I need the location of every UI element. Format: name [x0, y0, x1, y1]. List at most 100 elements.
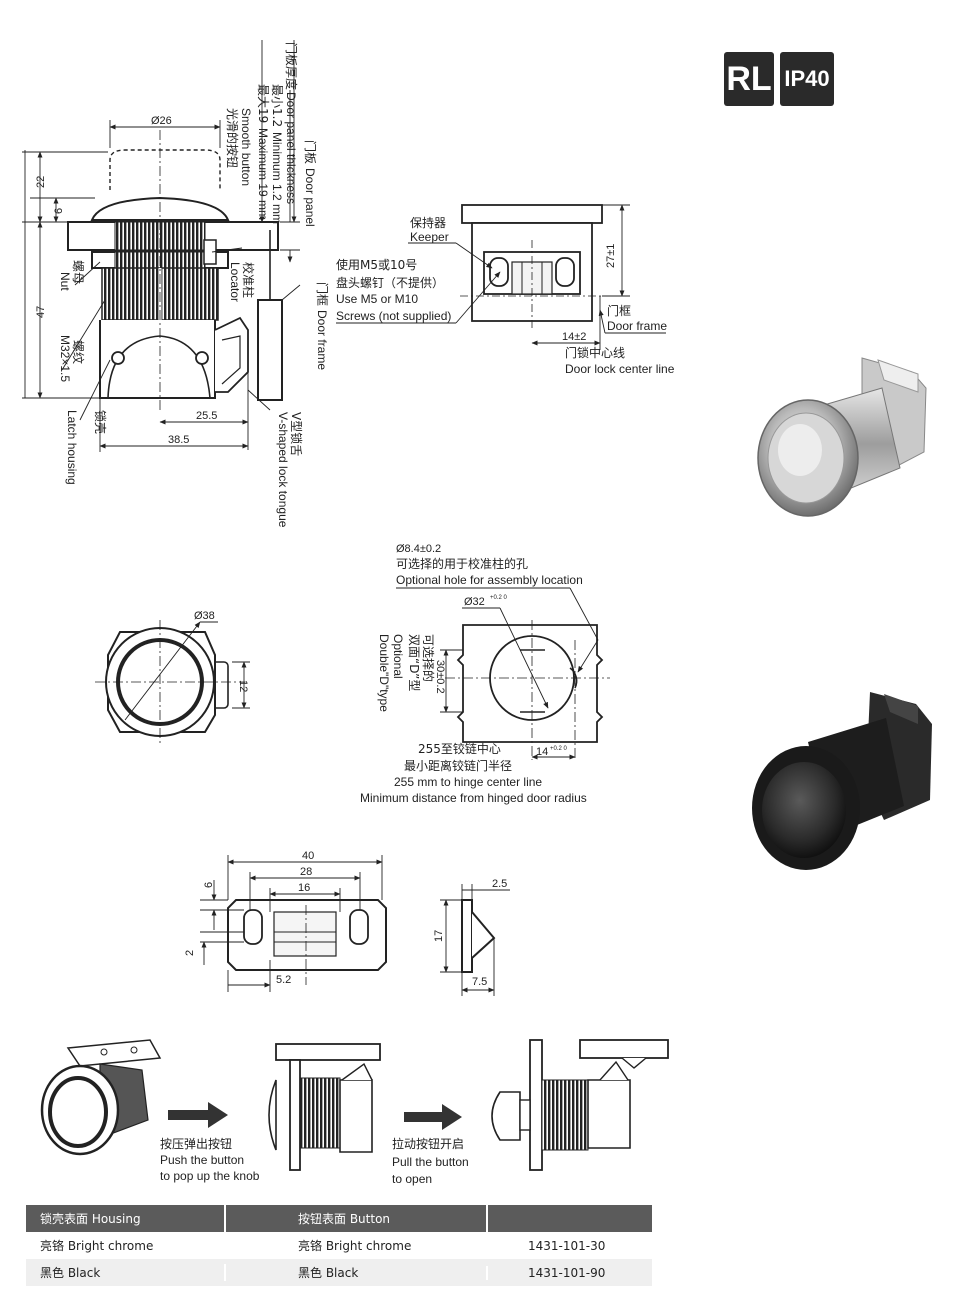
table-row: 黑色 Black 黑色 Black 1431-101-90 — [26, 1259, 652, 1286]
tongue-cn: V型锁舌 — [289, 412, 304, 456]
operation-step-2 — [268, 1043, 381, 1171]
dim-47: 47 — [35, 306, 47, 318]
black-latch-photo — [752, 692, 932, 870]
table-row: 亮铬 Bright chrome 亮铬 Bright chrome 1431-1… — [26, 1232, 652, 1259]
dim-12: 12 — [237, 680, 249, 692]
cell-part-number: 1431-101-30 — [528, 1238, 606, 1253]
door-thickness-en: Door panel thickness — [284, 92, 298, 204]
cell-housing: 亮铬 Bright chrome — [40, 1239, 154, 1253]
push-arrow-icon — [168, 1102, 228, 1128]
locator-en: Locator — [228, 262, 242, 302]
hinge-en-1: 255 mm to hinge center line — [394, 775, 542, 789]
center-line-cn: 门锁中心线 — [565, 345, 625, 360]
hinge-cn-1: 255至铰链中心 — [418, 741, 501, 756]
max-thickness-cn: 最大19 — [256, 84, 270, 123]
push-en-2: to pop up the knob — [160, 1169, 260, 1183]
keeper-mounting-drawing — [460, 204, 610, 330]
dim-22: 22 — [35, 176, 47, 188]
door-frame-en: Door frame — [315, 310, 329, 370]
keeper-side-drawing — [461, 899, 496, 973]
side-view-drawing — [67, 130, 283, 410]
optional-cn-1: 可选择的 — [421, 634, 436, 682]
min-thickness-cn: 最小1.2 — [270, 84, 284, 127]
dim-28: 28 — [300, 866, 312, 878]
dim-dia8-4: Ø8.4±0.2 — [396, 543, 441, 555]
pull-en-1: Pull the button — [392, 1155, 469, 1169]
screw-cn-1: 使用M5或10号 — [336, 257, 417, 272]
keeper-en: Keeper — [410, 230, 449, 244]
door-thickness-cn: 门板厚度 — [284, 42, 299, 90]
keeper-mounting-dimensions — [336, 204, 666, 350]
table-header: 锁壳表面 Housing 按钮表面 Button — [26, 1205, 652, 1232]
screw-cn-2: 盘头螺钉（不提供） — [336, 275, 444, 290]
dim-2: 2 — [184, 950, 196, 956]
cell-housing: 黑色 Black — [40, 1266, 101, 1280]
max-thickness-en: Maximum 19 mm — [256, 128, 270, 220]
optional-en-1: Optional — [391, 634, 405, 679]
header-button: 按钮表面 Button — [224, 1205, 486, 1232]
panel-cutout-labels: Ø8.4±0.2 可选择的用于校准柱的孔 Optional hole for a… — [360, 543, 587, 805]
smooth-button-en: Smooth button — [239, 108, 253, 186]
keeper-detail-labels: 40 28 16 6 2 5.2 2.5 17 7.5 — [184, 850, 507, 988]
dia32-tolerance: +0.2 0 — [490, 595, 508, 601]
dim-6-keeper: 6 — [203, 882, 215, 888]
panel-cutout-drawing — [445, 620, 610, 760]
header-part-number — [486, 1205, 652, 1232]
dim-38-5: 38.5 — [168, 434, 189, 446]
push-en-1: Push the button — [160, 1153, 244, 1167]
push-cn: 按压弹出按钮 — [160, 1136, 232, 1151]
dim-14-2: 14±2 — [562, 331, 586, 343]
optional-cn-2: 双面“D”型 — [407, 634, 421, 691]
dim-6: 6 — [53, 208, 65, 214]
min-thickness-en: Minimum 1.2 mm — [270, 132, 284, 224]
door-panel-cn: 门板 — [303, 140, 318, 164]
cell-part-number: 1431-101-90 — [486, 1265, 652, 1280]
rl-badge: RL — [724, 52, 774, 106]
dim-16: 16 — [298, 882, 310, 894]
pull-arrow-icon — [404, 1104, 462, 1130]
door-panel-en: Door panel — [303, 168, 317, 227]
operation-step-3 — [491, 1039, 669, 1171]
front-view-labels: Ø38 12 — [194, 610, 249, 692]
housing-en: Latch housing — [65, 410, 79, 485]
dim-7-5: 7.5 — [472, 976, 487, 988]
panel-cutout-dimensions — [396, 587, 599, 760]
cell-button: 亮铬 Bright chrome — [298, 1239, 412, 1253]
dim-14-cutout: 14 — [536, 746, 548, 758]
nut-en: Nut — [58, 272, 72, 291]
thread-cn: 螺纹 — [71, 340, 85, 364]
operation-step-1 — [40, 1039, 162, 1156]
dim-30: 30±0.2 — [434, 660, 446, 694]
dim-25-5: 25.5 — [196, 410, 217, 422]
door-frame-keeper-cn: 门框 — [607, 303, 631, 318]
dim-17: 17 — [433, 930, 445, 942]
side-view-labels: Ø26 22 6 47 25.5 38.5 门板厚度 Door panel th… — [35, 42, 330, 528]
pull-en-2: to open — [392, 1172, 432, 1186]
dim-5-2: 5.2 — [276, 974, 291, 986]
hinge-en-2: Minimum distance from hinged door radius — [360, 791, 587, 805]
keeper-cn: 保持器 — [410, 215, 446, 230]
dim-27: 27±1 — [605, 244, 617, 268]
front-view-drawing — [95, 620, 250, 745]
smooth-button-cn: 光滑的按钮 — [225, 108, 240, 168]
door-frame-keeper-en: Door frame — [607, 319, 667, 333]
tongue-en: V-shaped lock tongue — [276, 412, 290, 528]
finish-table: 锁壳表面 Housing 按钮表面 Button 亮铬 Bright chrom… — [26, 1205, 652, 1286]
dim-40: 40 — [302, 850, 314, 862]
dim-14-tolerance: +0.2 0 — [550, 746, 568, 752]
dim-dia32: Ø32 — [464, 596, 485, 608]
header-housing: 锁壳表面 Housing — [40, 1212, 141, 1226]
cell-button: 黑色 Black — [224, 1264, 486, 1281]
pull-cn: 拉动按钮开启 — [392, 1136, 464, 1151]
housing-cn: 锁壳 — [93, 410, 108, 434]
screw-en-2: Screws (not supplied) — [336, 309, 451, 323]
door-frame-cn: 门框 — [315, 282, 330, 306]
screw-en-1: Use M5 or M10 — [336, 292, 418, 306]
hole-en: Optional hole for assembly location — [396, 573, 583, 587]
nut-cn: 螺母 — [71, 260, 85, 284]
thread-en: M32×1.5 — [58, 335, 72, 382]
optional-en-2: Double"D"type — [377, 634, 391, 712]
ip40-badge: IP40 — [780, 52, 834, 106]
operation-labels: 按压弹出按钮 Push the button to pop up the kno… — [160, 1136, 469, 1186]
locator-cn: 校准柱 — [241, 262, 256, 298]
